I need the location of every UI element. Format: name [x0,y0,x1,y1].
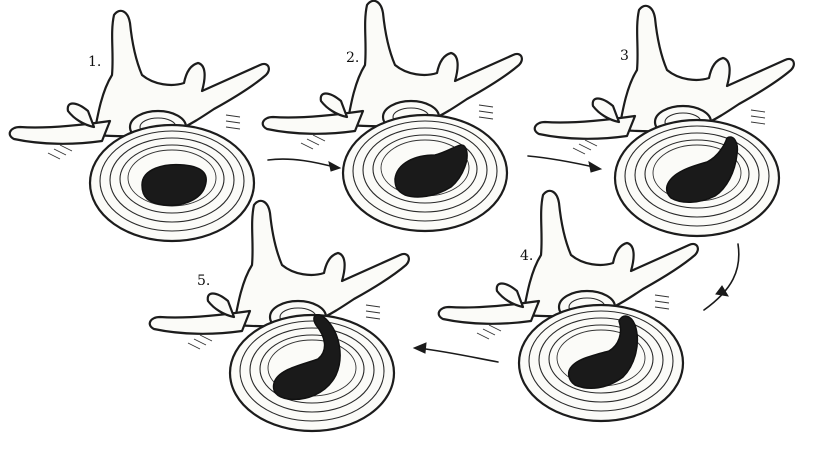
arrow-1-to-2 [268,159,340,171]
stage-1 [10,11,269,241]
stage-label-3: 3 [620,48,629,64]
arrow-4-to-5 [414,343,498,362]
stage-label-1: 1. [88,54,101,70]
stage-label-2: 2. [346,50,359,66]
stage-3 [535,6,794,236]
arrow-2-to-3 [528,156,601,172]
stage-label-5: 5. [197,273,210,289]
stage-2 [263,1,522,231]
arrow-3-to-4 [704,244,739,310]
stage-label-4: 4. [520,248,533,264]
